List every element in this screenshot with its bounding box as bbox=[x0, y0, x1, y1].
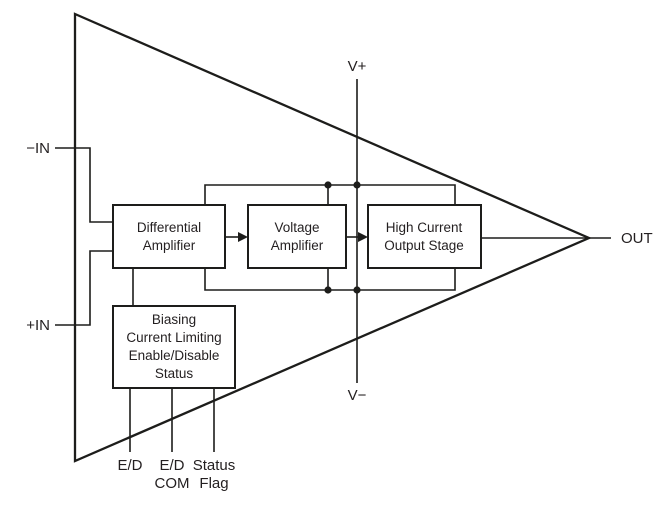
opamp-triangle-outline bbox=[73, 12, 592, 463]
pin-label-out: OUT bbox=[621, 230, 653, 247]
voltage-amplifier-label-line2: Amplifier bbox=[271, 238, 324, 253]
biasing-label-line3: Enable/Disable bbox=[129, 348, 220, 363]
pin-label-in-plus: +IN bbox=[26, 317, 50, 334]
biasing-label-line4: Status bbox=[155, 366, 194, 381]
top-supply-rail bbox=[204, 184, 456, 205]
pin-label-status-flag-line2: Flag bbox=[199, 475, 228, 492]
junction-dot bbox=[324, 181, 332, 189]
differential-amplifier-label-line1: Differential bbox=[137, 220, 201, 235]
junction-dot bbox=[353, 181, 361, 189]
block-differential-amplifier bbox=[112, 204, 226, 269]
wire-in-minus bbox=[55, 147, 113, 223]
junction-dot bbox=[324, 286, 332, 294]
block-voltage-amplifier bbox=[247, 204, 347, 269]
junction-dot bbox=[353, 286, 361, 294]
block-biasing bbox=[112, 305, 236, 389]
pin-label-ed-com-line1: E/D bbox=[159, 457, 184, 474]
high-current-output-stage-label-line1: High Current bbox=[386, 220, 463, 235]
differential-amplifier-label-line2: Amplifier bbox=[143, 238, 196, 253]
biasing-label-line2: Current Limiting bbox=[126, 330, 221, 345]
wire-in-plus bbox=[55, 250, 113, 326]
pin-label-in-minus: −IN bbox=[26, 140, 50, 157]
biasing-label-line1: Biasing bbox=[152, 312, 196, 327]
pin-label-status-flag-line1: Status bbox=[193, 457, 236, 474]
pin-label-v-minus: V− bbox=[348, 387, 367, 404]
arrowhead-icon bbox=[238, 232, 248, 242]
bottom-supply-rail bbox=[204, 268, 456, 291]
pin-label-ed-com-line2: COM bbox=[155, 475, 190, 492]
voltage-amplifier-label-line1: Voltage bbox=[274, 220, 319, 235]
high-current-output-stage-label-line2: Output Stage bbox=[384, 238, 464, 253]
pin-label-ed: E/D bbox=[117, 457, 142, 474]
pin-label-v-plus: V+ bbox=[348, 58, 367, 75]
block-high-current-output-stage bbox=[367, 204, 482, 269]
arrowhead-icon bbox=[358, 232, 368, 242]
